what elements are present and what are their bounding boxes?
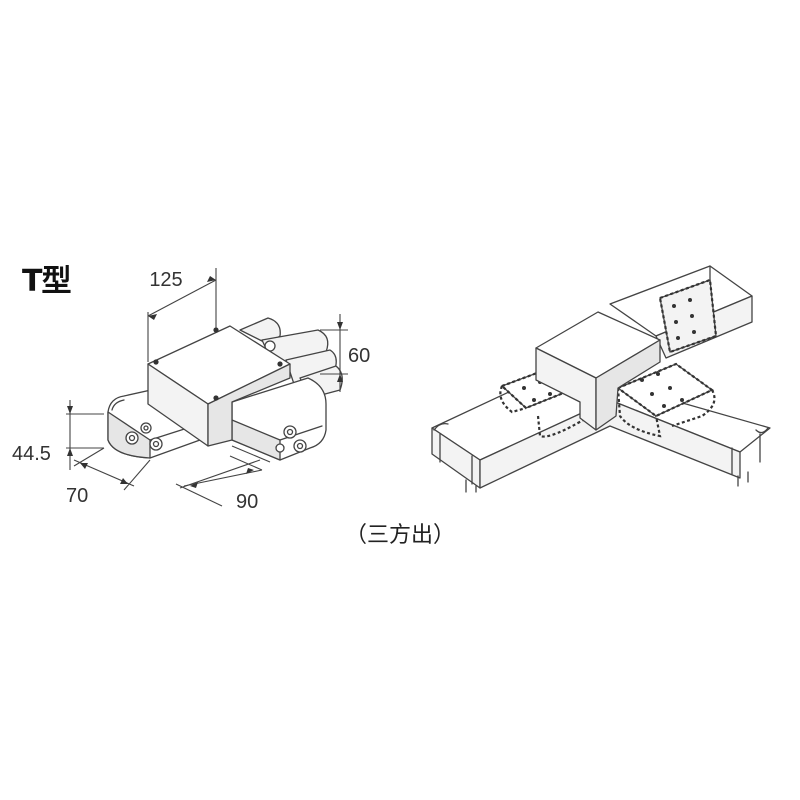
dimension-125: 125 bbox=[147, 268, 217, 362]
t-joint-dimension-drawing: 125 60 44.5 70 bbox=[12, 268, 370, 513]
dimension-90: 90 bbox=[175, 445, 271, 513]
dimension-44-5: 44.5 bbox=[12, 400, 104, 470]
dim-label-height: 60 bbox=[348, 345, 370, 367]
center-box-assembly bbox=[535, 311, 661, 431]
dim-label-side-height: 44.5 bbox=[12, 443, 51, 465]
figure-title: T型 bbox=[22, 264, 71, 299]
dimension-60: 60 bbox=[320, 314, 370, 392]
center-box bbox=[147, 325, 291, 447]
dimension-70: 70 bbox=[66, 447, 151, 507]
t-joint-assembly-drawing bbox=[431, 265, 771, 493]
right-arm bbox=[231, 377, 327, 461]
dim-label-arm-length: 90 bbox=[236, 491, 258, 513]
branch-rail bbox=[609, 265, 753, 359]
dim-label-arm-width: 70 bbox=[66, 485, 88, 507]
right-cover-arm bbox=[615, 362, 716, 438]
figure-caption: （三方出） bbox=[344, 523, 455, 548]
dim-label-top-width: 125 bbox=[149, 269, 182, 291]
